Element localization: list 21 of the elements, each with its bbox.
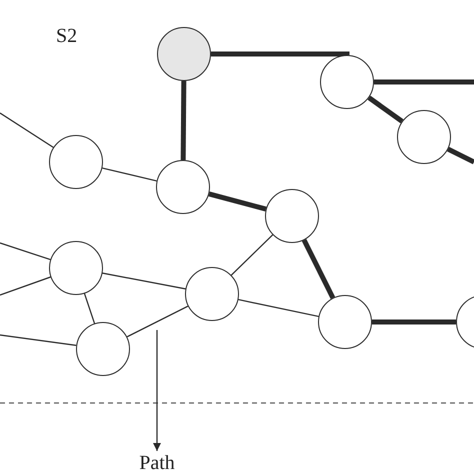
connector-line <box>208 191 267 212</box>
connector-line <box>102 168 157 182</box>
connector-line <box>0 334 76 346</box>
connector-line <box>180 80 186 160</box>
connector-line <box>372 320 456 324</box>
connector-line <box>230 234 274 276</box>
connector-line <box>126 306 188 338</box>
connector-line <box>0 112 54 148</box>
connector-line <box>238 299 319 317</box>
connector-line <box>368 96 404 124</box>
text-label: Path <box>132 451 182 474</box>
connector-line <box>374 80 474 84</box>
region-label: S2 <box>56 26 78 46</box>
connector-line <box>211 52 350 56</box>
arrow <box>153 330 161 451</box>
connector-line <box>0 276 51 296</box>
connector-line <box>302 238 336 300</box>
connector-line <box>446 146 474 164</box>
connector-line <box>84 293 96 324</box>
connector-line <box>102 272 186 290</box>
connector-line <box>0 242 51 260</box>
